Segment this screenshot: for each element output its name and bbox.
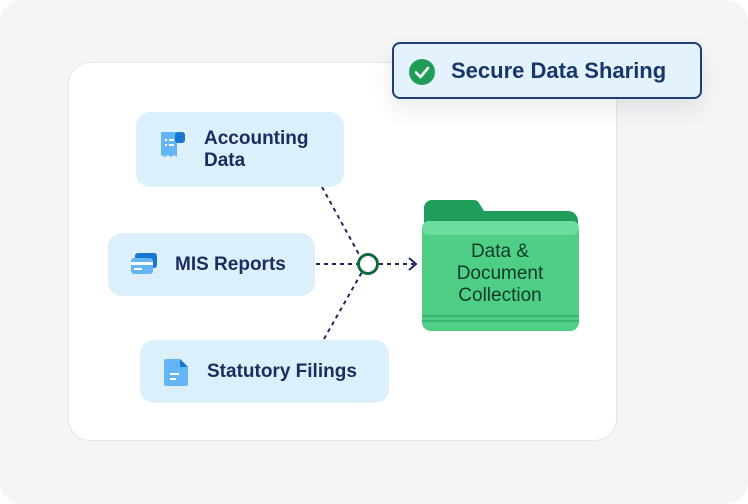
connector-statutory: [323, 271, 363, 340]
destination-label: Data & Document Collection: [425, 241, 575, 307]
folder-icon: [422, 199, 579, 331]
source-statutory-filings: Statutory Filings: [140, 340, 389, 403]
secure-data-sharing-badge: Secure Data Sharing: [392, 42, 702, 99]
source-accounting-data: Accounting Data: [136, 112, 344, 187]
cards-icon: [129, 249, 159, 285]
badge-label: Secure Data Sharing: [451, 58, 667, 83]
receipt-icon: [157, 129, 189, 167]
connector-accounting: [321, 186, 362, 259]
source-label-line2: Data: [204, 150, 246, 171]
source-mis-reports: MIS Reports: [108, 233, 315, 296]
destination-line1: Data &: [470, 241, 530, 262]
source-label: MIS Reports: [175, 254, 286, 275]
check-circle-icon: [408, 58, 436, 91]
junction-node: [357, 253, 379, 275]
destination-line2: Document: [456, 263, 544, 284]
source-label-line1: Accounting: [204, 128, 309, 149]
destination-line3: Collection: [458, 285, 542, 306]
document-icon: [163, 357, 191, 393]
arrowhead: [408, 257, 418, 271]
source-label: Statutory Filings: [207, 361, 357, 382]
